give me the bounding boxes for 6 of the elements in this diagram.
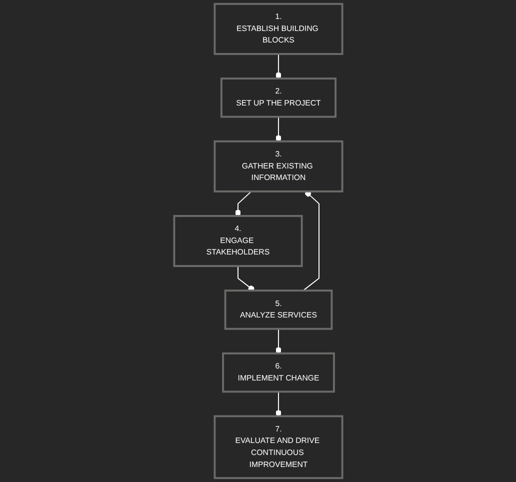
connector <box>275 391 282 417</box>
connector <box>275 328 282 354</box>
connector <box>234 190 252 216</box>
connector <box>275 116 282 142</box>
connector <box>237 266 254 292</box>
connector <box>302 190 320 292</box>
